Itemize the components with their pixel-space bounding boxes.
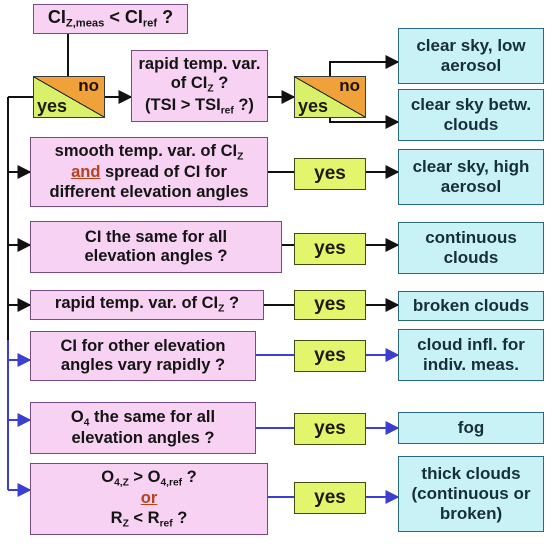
smooth-temp-var-box: smooth temp. var. of CIZ and spread of C… [30,137,268,207]
result-clear-sky-between-clouds: clear sky betw. clouds [398,89,544,141]
yes-box-continuous: yes [294,233,366,265]
rapid-temp-var-2-box: rapid temp. var. of CIZ ? [30,290,264,320]
arrow-yes-to-between [329,115,400,129]
o4-same-box: O4 the same for all elevation angles ? [30,402,256,454]
rapid-temp-var-box: rapid temp. var. of CIZ ? (TSI > TSIref … [131,50,268,122]
arrow-no-to-clear-low [329,55,400,76]
rapid-line-2: of CIZ ? [170,74,229,95]
rapid-line-1: rapid temp. var. [138,54,261,73]
yes-box-fog: yes [294,413,366,445]
result-clear-sky-high-aerosol: clear sky, high aerosol [398,149,544,205]
decision-yes-no-2: yes no [294,76,366,118]
smooth-line-2: and spread of CI for [71,163,227,182]
smooth-line-1: smooth temp. var. of CIZ [54,141,244,163]
result-cloud-infl: cloud infl. for indiv. meas. [398,329,544,381]
smooth-line-3: different elevation angles [49,182,249,201]
decision-yes-no-1: yes no [33,76,105,118]
yes-box-broken: yes [294,290,366,320]
result-broken-clouds: broken clouds [398,291,544,321]
rapid-line-3: (TSI > TSIref ?) [145,95,254,116]
result-continuous-clouds: continuous clouds [398,222,544,274]
yes-box-thick: yes [294,482,366,514]
result-clear-sky-low-aerosol: clear sky, low aerosol [398,28,544,84]
result-thick-clouds: thick clouds (continuous or broken) [398,456,544,532]
o4-rz-box: O4,Z > O4,ref ? or RZ < Rref ? [30,463,268,535]
ci-same-box: CI the same for all elevation angles ? [30,221,282,273]
decision-2-yes-label: yes [298,96,329,116]
decision-2-no-label: no [339,76,360,95]
result-fog: fog [398,412,544,444]
yes-box-cloud-infl: yes [294,340,366,372]
decision-1-yes-label: yes [37,96,68,116]
top-question-box: CIZ,meas < CIref ? [33,4,188,34]
top-question-text: CIZ,meas < CIref ? [47,7,174,30]
yes-box-clear-high: yes [294,158,366,190]
ci-other-elevation-box: CI for other elevation angles vary rapid… [30,331,256,381]
decision-1-no-label: no [78,76,99,95]
